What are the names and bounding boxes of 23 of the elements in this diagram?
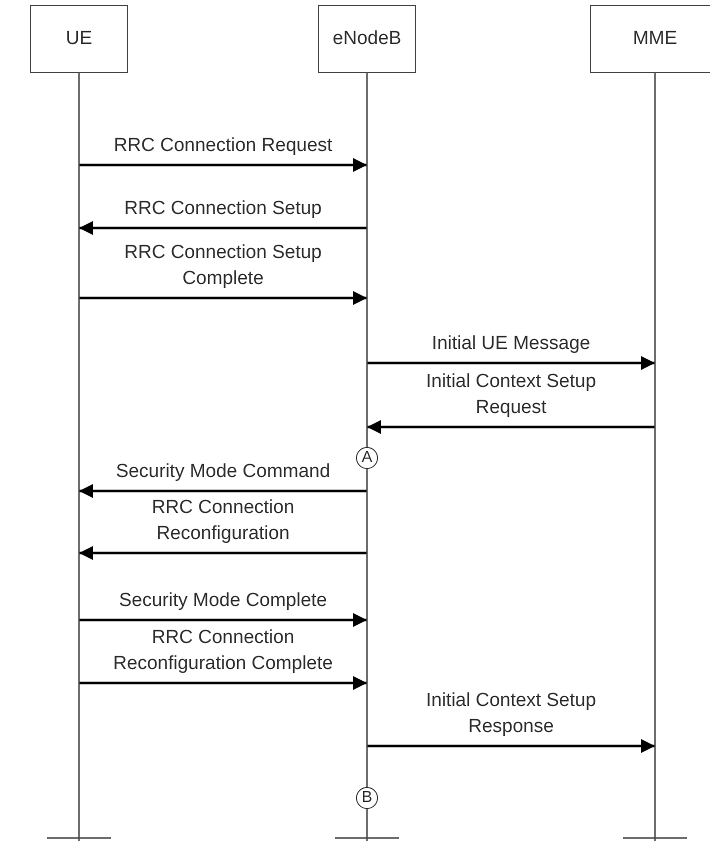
message-arrow [367,420,655,434]
message-arrow [79,291,367,305]
message-label: Initial Context Setup Request [424,370,598,420]
message-label: Security Mode Complete [118,589,328,613]
message-arrow [79,676,367,690]
participant-box: UE [30,5,128,73]
message-arrow [367,739,655,753]
message-label: RRC Connection Setup Complete [123,241,323,291]
message-label: Initial UE Message [430,332,592,356]
participant-box: MME [590,5,710,73]
message-arrow [79,158,367,172]
message-label: RRC Connection Reconfiguration Complete [112,626,334,676]
message-label: RRC Connection Request [112,134,334,158]
message-label: Initial Context Setup Response [424,689,598,739]
message-arrow [79,221,367,235]
message-label: Security Mode Command [114,460,332,484]
message-arrow [79,613,367,627]
message-arrow [79,546,367,560]
message-label: RRC Connection Setup [123,197,323,221]
message-arrow [367,356,655,370]
message-arrow [79,484,367,498]
message-label: RRC Connection Reconfiguration [150,496,296,546]
participant-box: eNodeB [318,5,416,73]
